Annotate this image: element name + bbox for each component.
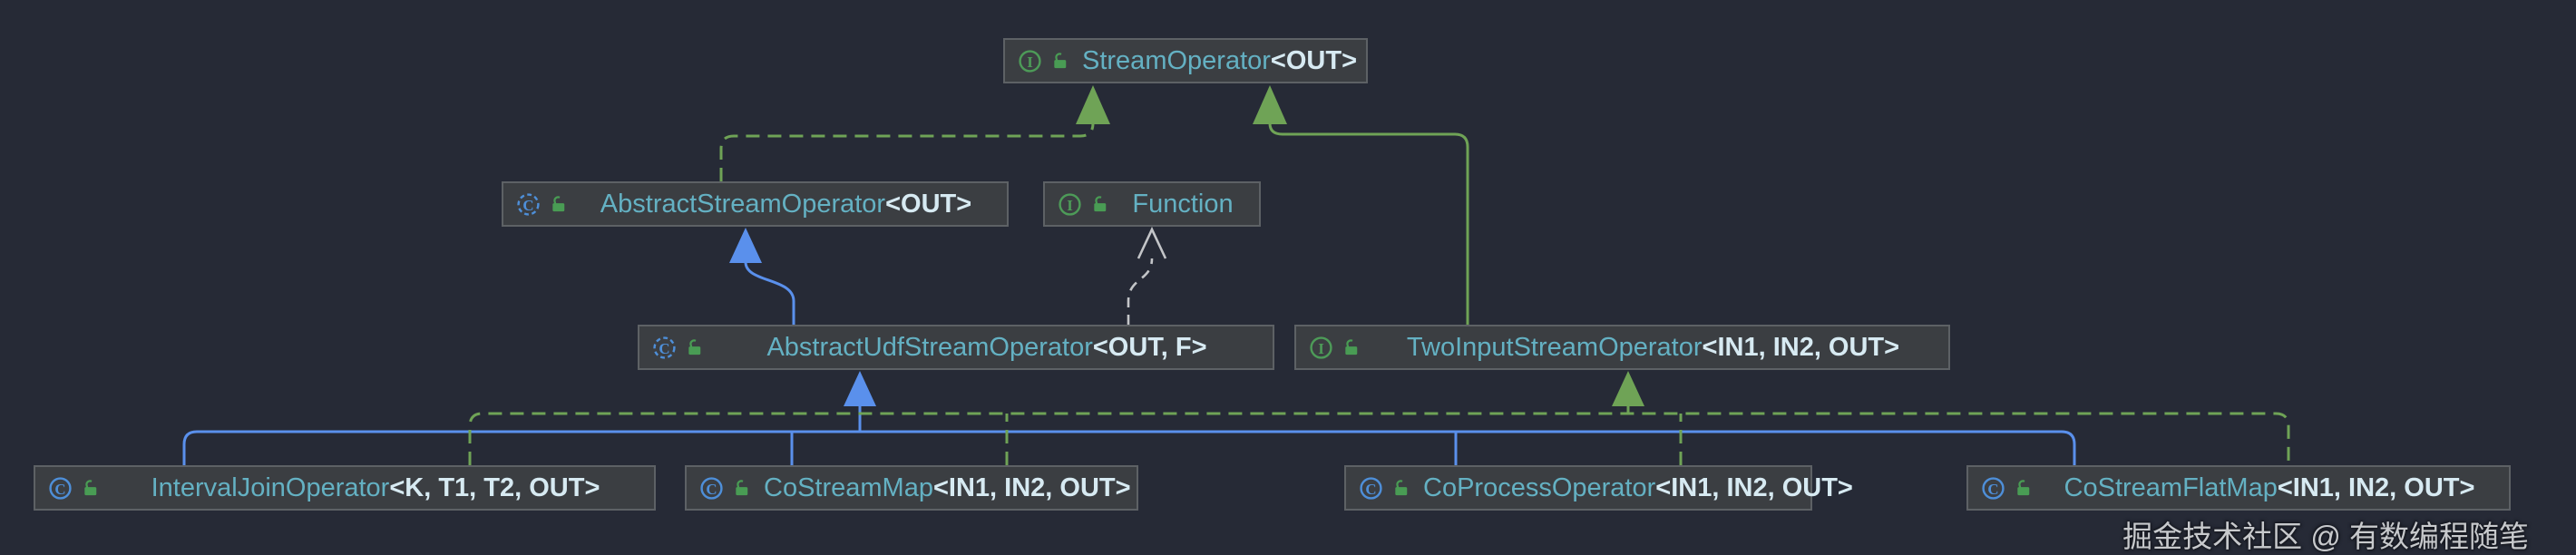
interface-icon: I (1308, 335, 1334, 361)
node-label: CoProcessOperator<IN1, IN2, OUT> (1420, 472, 1857, 502)
arrowhead-implements-streamoperator-left (1076, 85, 1110, 124)
node-label: AbstractUdfStreamOperator<OUT, F> (763, 332, 1210, 362)
node-label: CoStreamMap<IN1, IN2, OUT> (760, 472, 1135, 502)
class-name: AbstractStreamOperator (600, 189, 886, 219)
svg-text:C: C (54, 480, 65, 497)
generic-params: <IN1, IN2, OUT> (1702, 332, 1900, 362)
class-icon: C (1980, 475, 2006, 501)
arrowhead-extends-abstractudfstreamoperator (844, 371, 876, 406)
edge-abstractudfstreamoperator-dependency-function (1127, 258, 1154, 325)
svg-text:I: I (1027, 53, 1033, 70)
public-unlocked-padlock-icon (81, 478, 102, 499)
class-name: CoProcessOperator (1423, 472, 1656, 502)
uml-node-costreamflatmap[interactable]: C CoStreamFlatMap<IN1, IN2, OUT> (1966, 465, 2511, 511)
arrowhead-extends-streamoperator-right (1253, 85, 1287, 124)
public-unlocked-padlock-icon (1050, 51, 1071, 72)
class-icon: C (698, 475, 725, 501)
arrowhead-extends-abstractstreamoperator (729, 228, 762, 263)
svg-text:C: C (1365, 480, 1376, 497)
uml-node-function[interactable]: I Function (1043, 181, 1261, 227)
class-name: StreamOperator (1082, 45, 1271, 75)
public-unlocked-padlock-icon (1090, 194, 1111, 215)
generic-params: <IN1, IN2, OUT> (1655, 472, 1853, 502)
class-icon: C (1358, 475, 1384, 501)
public-unlocked-padlock-icon (732, 478, 753, 499)
generic-params: <OUT> (1270, 45, 1358, 75)
generic-params: <OUT> (885, 189, 972, 219)
edge-bus-extends-branches (790, 406, 1458, 465)
edge-twoinputstreamoperator-extends-streamoperator (1268, 122, 1469, 325)
abstract-class-icon: C (651, 335, 678, 361)
edge-abstractudfstreamoperator-extends-abstractstreamoperator (744, 261, 795, 325)
uml-node-intervaljoinoperator[interactable]: C IntervalJoinOperator<K, T1, T2, OUT> (34, 465, 656, 511)
interface-icon: I (1017, 48, 1043, 74)
node-label: CoStreamFlatMap<IN1, IN2, OUT> (2061, 472, 2479, 502)
svg-text:C: C (1987, 480, 1998, 497)
generic-params: <IN1, IN2, OUT> (932, 472, 1131, 502)
interface-icon: I (1057, 191, 1083, 218)
public-unlocked-padlock-icon (1342, 337, 1362, 358)
arrowhead-dependency-function (1137, 226, 1167, 259)
node-label: StreamOperator<OUT> (1078, 45, 1361, 75)
class-name: CoStreamMap (764, 472, 933, 502)
watermark-text: 掘金技术社区 @ 有数编程随笔 (2122, 520, 2529, 553)
svg-text:I: I (1318, 339, 1324, 356)
node-label: Function (1128, 189, 1236, 219)
uml-node-coprocessoperator[interactable]: C CoProcessOperator<IN1, IN2, OUT> (1344, 465, 1853, 511)
node-label: TwoInputStreamOperator<IN1, IN2, OUT> (1403, 332, 1903, 362)
generic-params: <K, T1, T2, OUT> (389, 472, 600, 502)
generic-params: <IN1, IN2, OUT> (2277, 472, 2475, 502)
edge-bus-implements-twoinputstreamoperator (468, 412, 2290, 465)
class-name: CoStreamFlatMap (2064, 472, 2278, 502)
class-icon: C (47, 475, 73, 501)
public-unlocked-padlock-icon (1391, 478, 1412, 499)
public-unlocked-padlock-icon (685, 337, 706, 358)
svg-text:C: C (706, 480, 717, 497)
edge-bus-implements-branches (1005, 406, 1683, 465)
svg-text:C: C (659, 339, 669, 356)
abstract-class-icon: C (515, 191, 542, 218)
class-name: Function (1132, 189, 1234, 219)
edge-bus-extends-abstractudfstreamoperator (182, 430, 2076, 465)
class-name: IntervalJoinOperator (151, 472, 390, 502)
uml-node-costreammap[interactable]: C CoStreamMap<IN1, IN2, OUT> (685, 465, 1138, 511)
class-name: TwoInputStreamOperator (1406, 332, 1703, 362)
arrowhead-implements-twoinputstreamoperator (1612, 371, 1644, 406)
node-label: IntervalJoinOperator<K, T1, T2, OUT> (148, 472, 604, 502)
generic-params: <OUT, F> (1092, 332, 1207, 362)
class-name: AbstractUdfStreamOperator (766, 332, 1093, 362)
node-label: AbstractStreamOperator<OUT> (597, 189, 975, 219)
uml-node-abstractstreamoperator[interactable]: C AbstractStreamOperator<OUT> (502, 181, 1009, 227)
public-unlocked-padlock-icon (2014, 478, 2034, 499)
edge-abstractstreamoperator-implements-streamoperator (719, 122, 1095, 181)
uml-node-streamoperator[interactable]: I StreamOperator<OUT> (1003, 38, 1368, 83)
public-unlocked-padlock-icon (549, 194, 570, 215)
svg-text:I: I (1067, 196, 1073, 213)
uml-node-twoinputstreamoperator[interactable]: I TwoInputStreamOperator<IN1, IN2, OUT> (1294, 325, 1950, 370)
uml-node-abstractudfstreamoperator[interactable]: C AbstractUdfStreamOperator<OUT, F> (638, 325, 1274, 370)
svg-text:C: C (522, 196, 533, 213)
